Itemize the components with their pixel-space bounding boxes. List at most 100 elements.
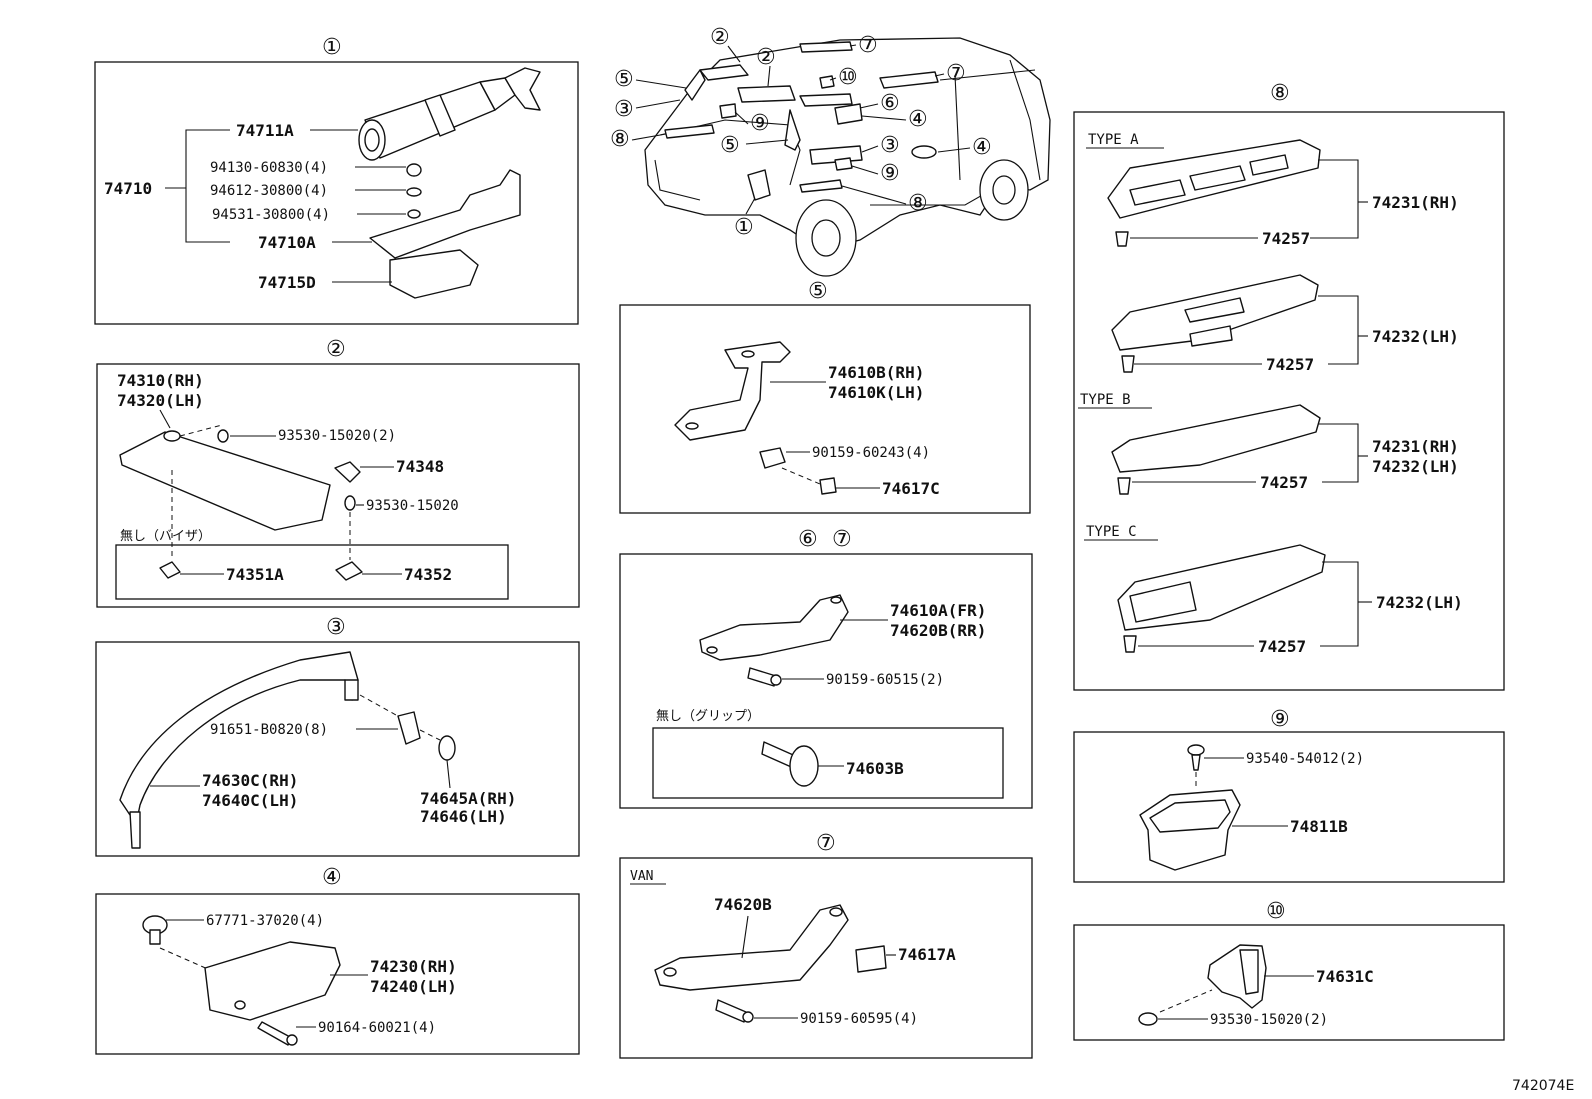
section-7-number-b: ⑦ (816, 831, 836, 856)
section-9-frame (1073, 731, 1505, 883)
section-1-number: ① (322, 35, 342, 60)
label-74231-rh-a: 74231(RH) (1372, 193, 1459, 212)
label-74640C-lh: 74640C(LH) (202, 791, 298, 810)
section-10-number: ⑩ (1266, 899, 1286, 924)
label-74232-lh-a: 74232(LH) (1372, 327, 1459, 346)
label-74715D: 74715D (258, 273, 316, 292)
label-94612-30800: 94612-30800(4) (210, 183, 328, 199)
callout-2b: ② (756, 45, 776, 70)
label-74631C: 74631C (1316, 967, 1374, 986)
label-93530-15020-10: 93530-15020(2) (1210, 1012, 1328, 1028)
section-2-number: ② (326, 337, 346, 362)
label-74348: 74348 (396, 457, 444, 476)
callout-2a: ② (710, 25, 730, 50)
subsection-label-no-grip: 無し（グリップ） (656, 709, 760, 724)
section-7-frame (619, 857, 1033, 1059)
label-74646-lh: 74646(LH) (420, 807, 507, 826)
subsection-label-no-visor: 無し（バイザ） (120, 529, 211, 544)
section-8-number: ⑧ (1270, 81, 1290, 106)
callout-4a: ④ (908, 107, 928, 132)
section-3: ③ 91651-B0820(8) 74630C(RH) 74640C(LH) 7… (95, 615, 580, 857)
armrest-illustration (204, 941, 341, 1021)
label-74310-rh: 74310(RH) (117, 371, 204, 390)
sun-visor-illustration (119, 431, 331, 531)
subsection-no-visor-frame (115, 544, 509, 600)
section-4-number: ④ (322, 865, 342, 890)
section-8-frame (1073, 111, 1505, 691)
subsection-no-grip-frame (652, 727, 1004, 799)
label-74231-rh-b: 74231(RH) (1372, 437, 1459, 456)
label-93530-15020-2: 93530-15020(2) (278, 428, 396, 444)
label-74257-a1: 74257 (1262, 229, 1310, 248)
section-6-number: ⑥ (798, 527, 818, 552)
label-74351A: 74351A (226, 565, 284, 584)
label-74232-lh-c: 74232(LH) (1376, 593, 1463, 612)
label-74610B-rh: 74610B(RH) (828, 363, 924, 382)
section-10: ⑩ 74631C 93530-15020(2) (1073, 899, 1505, 1041)
callout-9b: ⑨ (880, 161, 900, 186)
diagram-code: 742074E (1512, 1078, 1574, 1094)
label-74257-a2: 74257 (1266, 355, 1314, 374)
switch-base-type-b (1111, 404, 1321, 473)
type-c-label: TYPE C (1086, 524, 1137, 540)
bracket-illustration (369, 163, 521, 299)
callout-10: ⑩ (838, 65, 858, 90)
label-74620B: 74620B (714, 895, 772, 914)
type-b-label: TYPE B (1080, 392, 1131, 408)
callout-4b: ④ (972, 135, 992, 160)
section-9-number: ⑨ (1270, 707, 1290, 732)
label-74230-rh: 74230(RH) (370, 957, 457, 976)
label-91651-B0820: 91651-B0820(8) (210, 722, 328, 738)
section-8: ⑧ TYPE A 74231(RH) 74257 74232(LH) 74257… (1073, 81, 1505, 691)
label-74617A: 74617A (898, 945, 956, 964)
label-90159-60595: 90159-60595(4) (800, 1011, 918, 1027)
section-6-7: ⑥ ⑦ 74610A(FR) 74620B(RR) 90159-60515(2)… (619, 527, 1033, 809)
type-a-label: TYPE A (1088, 132, 1139, 148)
section-4-frame (95, 893, 580, 1055)
label-74352: 74352 (404, 565, 452, 584)
section-6-7-frame (619, 553, 1033, 809)
section-4: ④ 67771-37020(4) 74230(RH) 74240(LH) 901… (95, 865, 580, 1055)
section-7-van: ⑦ VAN 74620B 74617A 90159-60595(4) (619, 831, 1033, 1059)
section-5-frame (619, 304, 1031, 514)
callout-5b: ⑤ (720, 133, 740, 158)
label-74603B: 74603B (846, 759, 904, 778)
label-67771-37020: 67771-37020(4) (206, 913, 324, 929)
callout-8a: ⑧ (610, 127, 630, 152)
label-74240-lh: 74240(LH) (370, 977, 457, 996)
assist-grip-illustration (674, 341, 791, 441)
callout-3b: ③ (880, 133, 900, 158)
section-10-frame (1073, 924, 1505, 1041)
label-74232-lh-b: 74232(LH) (1372, 457, 1459, 476)
section-5-number: ⑤ (808, 279, 828, 304)
fire-extinguisher-illustration (358, 67, 541, 161)
label-74620B-rr: 74620B(RR) (890, 621, 986, 640)
assist-grip-fr-illustration (699, 594, 849, 661)
callout-7a: ⑦ (858, 33, 878, 58)
vehicle-overview: ② ② ⑦ ⑤ ⑩ ⑦ ③ ⑥ ⑨ ④ ⑧ ⑤ ③ ④ ⑨ ① ⑧ (610, 25, 1051, 277)
section-7-number-a: ⑦ (832, 527, 852, 552)
callout-6: ⑥ (880, 91, 900, 116)
label-90159-60515: 90159-60515(2) (826, 672, 944, 688)
section-1: ① 74710 74711A 94130-60830(4) 94612-3080… (94, 35, 579, 325)
label-94531-30800: 94531-30800(4) (212, 207, 330, 223)
label-74630C-rh: 74630C(RH) (202, 771, 298, 790)
callout-9a: ⑨ (750, 111, 770, 136)
section-9: ⑨ 93540-54012(2) 74811B (1073, 707, 1505, 883)
section-1-frame (94, 61, 579, 325)
label-93530-15020: 93530-15020 (366, 498, 459, 514)
section-2: ② 74310(RH) 74320(LH) 93530-15020(2) 743… (96, 337, 580, 608)
label-74711A: 74711A (236, 121, 294, 140)
label-74710: 74710 (104, 179, 152, 198)
callout-3a: ③ (614, 97, 634, 122)
callout-8b: ⑧ (908, 191, 928, 216)
label-74617C: 74617C (882, 479, 940, 498)
label-74320-lh: 74320(LH) (117, 391, 204, 410)
label-94130-60830: 94130-60830(4) (210, 160, 328, 176)
assist-grip-rr-illustration (654, 904, 849, 991)
label-74710A: 74710A (258, 233, 316, 252)
section-3-number: ③ (326, 615, 346, 640)
label-74257-b: 74257 (1260, 473, 1308, 492)
label-74610A-fr: 74610A(FR) (890, 601, 986, 620)
